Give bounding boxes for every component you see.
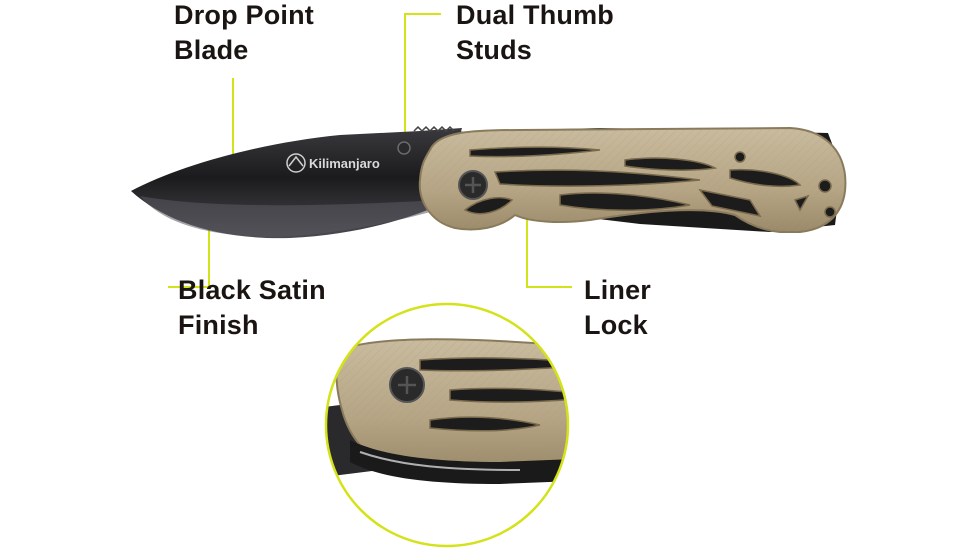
knife-main: Kilimanjaro [131, 125, 847, 239]
brand-logo-text: Kilimanjaro [309, 156, 380, 171]
spine-jimping [413, 125, 455, 133]
callout-black-satin-finish: Black Satin Finish [178, 273, 326, 343]
liner-lock-zoom-inset [324, 302, 570, 548]
callout-drop-point-blade: Drop Point Blade [174, 0, 314, 68]
studs-leader-line [404, 13, 441, 138]
callout-studs-line2: Studs [456, 35, 533, 65]
callout-finish-line1: Black Satin [178, 275, 326, 305]
callout-lines [168, 13, 572, 288]
brand-logo: Kilimanjaro [286, 153, 380, 173]
callout-lock-line2: Lock [584, 310, 648, 340]
callout-blade-line2: Blade [174, 35, 249, 65]
finish-leader-line [168, 205, 210, 288]
callout-finish-line2: Finish [178, 310, 259, 340]
lock-leader-line [526, 210, 572, 288]
callout-liner-lock: Liner Lock [584, 273, 651, 343]
callout-dual-thumb-studs: Dual Thumb Studs [456, 0, 614, 68]
handle-cutouts [463, 146, 836, 218]
kilimanjaro-mountain-logo-icon [286, 153, 306, 173]
zoom-liner [350, 440, 568, 484]
callout-blade-line1: Drop Point [174, 0, 314, 30]
thumb-stud [397, 141, 411, 155]
callout-lock-line1: Liner [584, 275, 652, 305]
blade-edge-bevel [140, 196, 440, 237]
callout-studs-line1: Dual Thumb [456, 0, 614, 30]
zoom-circle-outline [324, 302, 570, 548]
